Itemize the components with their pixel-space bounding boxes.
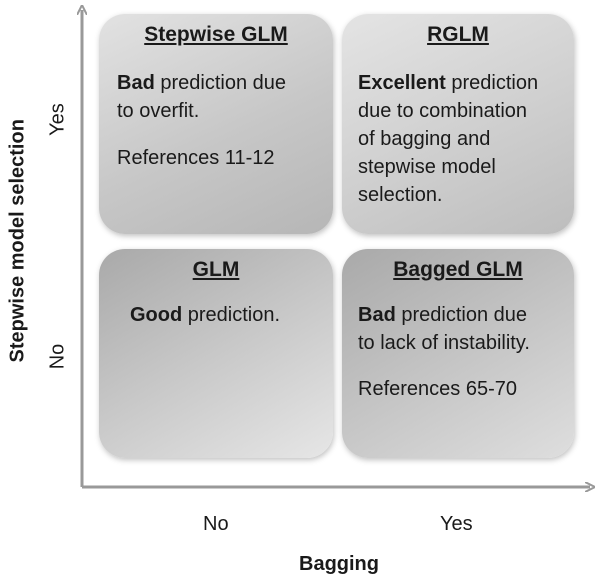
panel-stepwise-glm: Stepwise GLM Bad prediction due to overf… xyxy=(99,14,333,234)
emphasis: Bad xyxy=(117,72,155,94)
panel-title: Stepwise GLM xyxy=(144,23,288,46)
y-tick-no: No xyxy=(46,343,69,370)
panel-rglm: RGLM Excellent prediction due to combina… xyxy=(342,14,574,234)
emphasis: Good xyxy=(130,304,183,326)
y-tick-yes: Yes xyxy=(46,103,69,136)
emphasis: Excellent xyxy=(358,72,446,94)
panel-description: Good prediction. xyxy=(130,304,281,326)
panel-title: RGLM xyxy=(427,23,489,46)
panel-bagged-glm: Bagged GLM Bad prediction due to lack of… xyxy=(342,249,574,458)
emphasis: Bad xyxy=(358,304,396,326)
panel-reference: References 11-12 xyxy=(117,147,275,169)
panel-glm: GLM Good prediction. xyxy=(99,249,333,458)
x-axis-label: Bagging xyxy=(299,553,379,575)
x-tick-yes: Yes xyxy=(440,513,473,535)
x-tick-no: No xyxy=(203,513,229,535)
panel-description: Excellent prediction due to combination … xyxy=(358,72,539,206)
panel-title: GLM xyxy=(192,258,240,281)
panel-reference: References 65-70 xyxy=(358,378,517,400)
y-axis-label: Stepwise model selection xyxy=(6,119,29,363)
panel-title: Bagged GLM xyxy=(393,258,523,281)
panel-description: Bad prediction due to lack of instabilit… xyxy=(358,304,530,354)
panel-description: Bad prediction due to overfit. xyxy=(117,72,286,122)
